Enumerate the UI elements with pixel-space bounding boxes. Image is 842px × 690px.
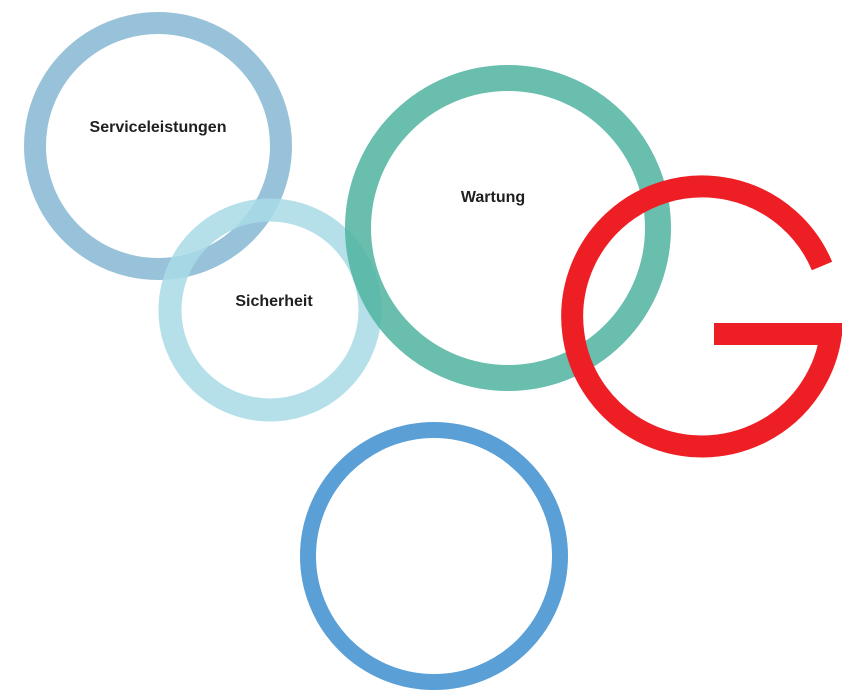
wartung-ring — [345, 65, 671, 391]
sicherheit-label: Sicherheit — [235, 293, 313, 310]
g-logo-icon — [561, 175, 842, 458]
wartung-label: Wartung — [460, 189, 526, 206]
unlabeled-ring — [300, 422, 568, 690]
serviceleistungen-label: Serviceleistungen — [89, 119, 227, 136]
serviceleistungen-ring — [24, 12, 292, 280]
